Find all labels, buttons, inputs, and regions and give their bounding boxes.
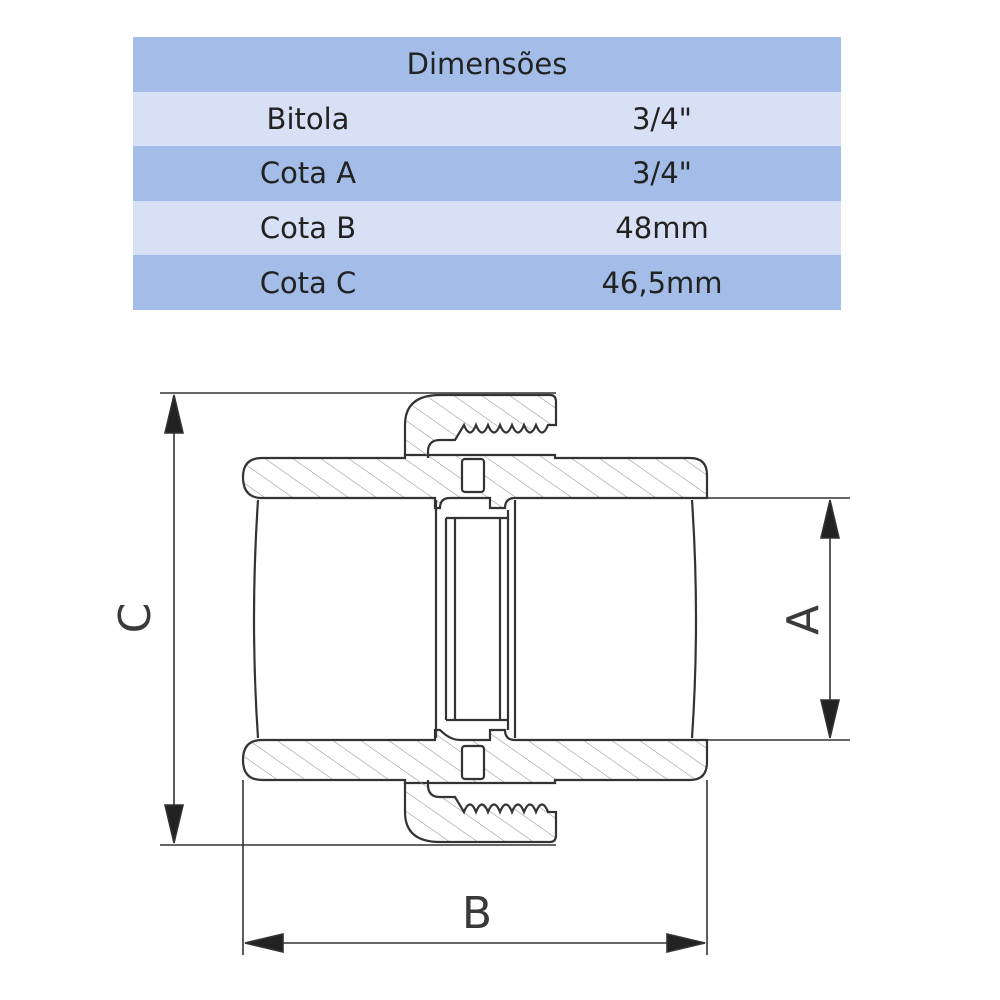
table-row-bitola: Bitola 3/4" xyxy=(133,91,841,147)
top-oring xyxy=(460,457,486,494)
bottom-oring xyxy=(460,744,486,781)
label-b: B xyxy=(462,888,492,939)
table-header: Dimensões xyxy=(133,37,841,92)
arrow-c-top xyxy=(163,394,185,434)
arrow-b-right xyxy=(666,932,706,954)
table-row-cota-c: Cota C 46,5mm xyxy=(133,255,841,310)
top-nut xyxy=(403,393,558,458)
right-socket-bore xyxy=(690,499,698,739)
row-label: Cota A xyxy=(259,156,357,191)
arrow-a-bottom xyxy=(819,699,841,739)
table-row-cota-b: Cota B 48mm xyxy=(133,200,841,256)
row-label: Cota C xyxy=(259,265,357,300)
row-value: 46,5mm xyxy=(601,265,723,300)
row-value: 48mm xyxy=(615,211,709,246)
arrow-c-bottom xyxy=(163,804,185,844)
row-value: 3/4" xyxy=(631,156,692,191)
table-row-cota-a: Cota A 3/4" xyxy=(133,146,841,201)
dimensions-table: Dimensões Bitola 3/4" Cota A 3/4" Cota B… xyxy=(133,37,841,310)
fitting-outline xyxy=(241,393,709,844)
table-title: Dimensões xyxy=(406,47,568,82)
bottom-nut xyxy=(403,780,558,844)
row-label: Cota B xyxy=(259,211,357,246)
row-label: Bitola xyxy=(266,101,350,136)
dimension-lines xyxy=(160,392,850,955)
arrow-b-left xyxy=(244,932,284,954)
arrow-a-top xyxy=(819,499,841,539)
left-socket-bore xyxy=(252,499,260,739)
row-value: 3/4" xyxy=(631,101,692,136)
label-a: A xyxy=(778,605,829,635)
label-c: C xyxy=(110,603,161,634)
